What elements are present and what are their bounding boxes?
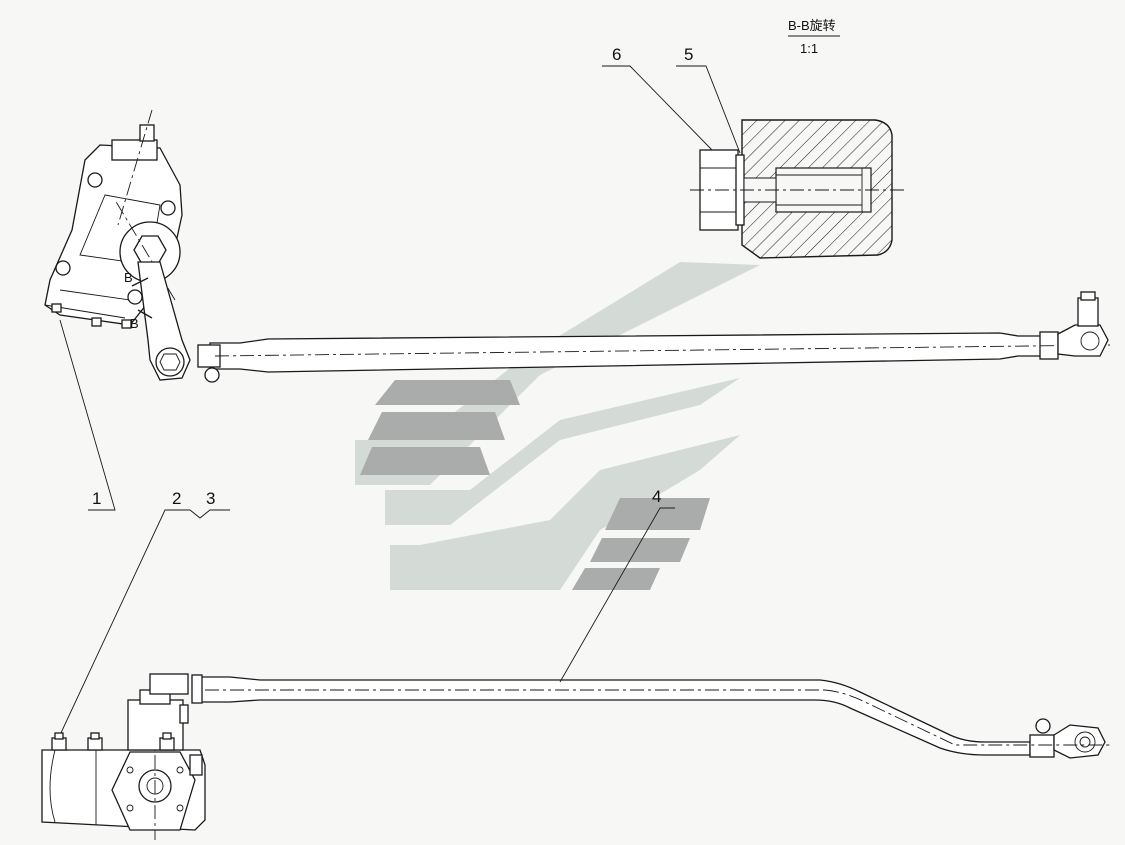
drag-link-tube (209, 332, 1043, 373)
watermark-logo (355, 262, 760, 590)
top-assembly: B B 1 (44, 109, 1111, 511)
watermark-stripe-2 (368, 412, 505, 440)
bolt-top-3 (159, 737, 175, 751)
mount-bolt-3 (55, 260, 71, 276)
section-scale: 1:1 (800, 41, 818, 56)
watermark-chevron-mid (385, 378, 740, 525)
clamp-bolt-right (1035, 718, 1051, 734)
callout-2: 2 (172, 489, 181, 508)
section-view-bb: B-B旋转 1:1 6 5 (602, 18, 905, 259)
leader-1 (59, 319, 116, 511)
leader-4 (559, 507, 675, 683)
tie-rod-end (1057, 324, 1109, 357)
bolt-top-2 (87, 737, 103, 751)
section-marker-b-lower: B (130, 316, 139, 331)
clamp-bolt-left (204, 367, 220, 383)
clamp-left-bottom (191, 674, 203, 704)
section-marker-b-upper: B (124, 270, 133, 285)
watermark-chevron-front (390, 435, 740, 590)
watermark-stripe-3 (360, 447, 490, 475)
ball-socket-right (1053, 724, 1106, 759)
top-fitting (139, 124, 155, 142)
watermark-stripe-1 (375, 380, 520, 405)
drag-link-bent (197, 676, 1031, 756)
bolt-top-1 (51, 737, 67, 751)
mount-bolt-2 (160, 200, 176, 216)
valve-housing-side (127, 699, 184, 751)
clamp-right-bottom (1029, 734, 1055, 758)
callout-5: 5 (684, 45, 693, 64)
callout-3: 3 (206, 489, 215, 508)
mount-bolt-4 (127, 289, 143, 305)
watermark-stripe-5 (590, 538, 690, 562)
leader-2-3 (59, 509, 230, 736)
ball-stud-boot (1077, 297, 1099, 327)
watermark-stripe-4 (605, 498, 710, 530)
callout-1: 1 (92, 489, 101, 508)
mount-bolt-1 (87, 172, 103, 188)
leader-6 (602, 65, 713, 151)
callout-6: 6 (612, 45, 621, 64)
watermark-stripe-6 (572, 568, 660, 590)
leader-5 (676, 65, 741, 154)
bottom-assembly: 2 3 (41, 487, 1110, 840)
section-title: B-B旋转 (788, 18, 836, 33)
valve-block (111, 139, 158, 161)
callout-4: 4 (652, 487, 661, 506)
